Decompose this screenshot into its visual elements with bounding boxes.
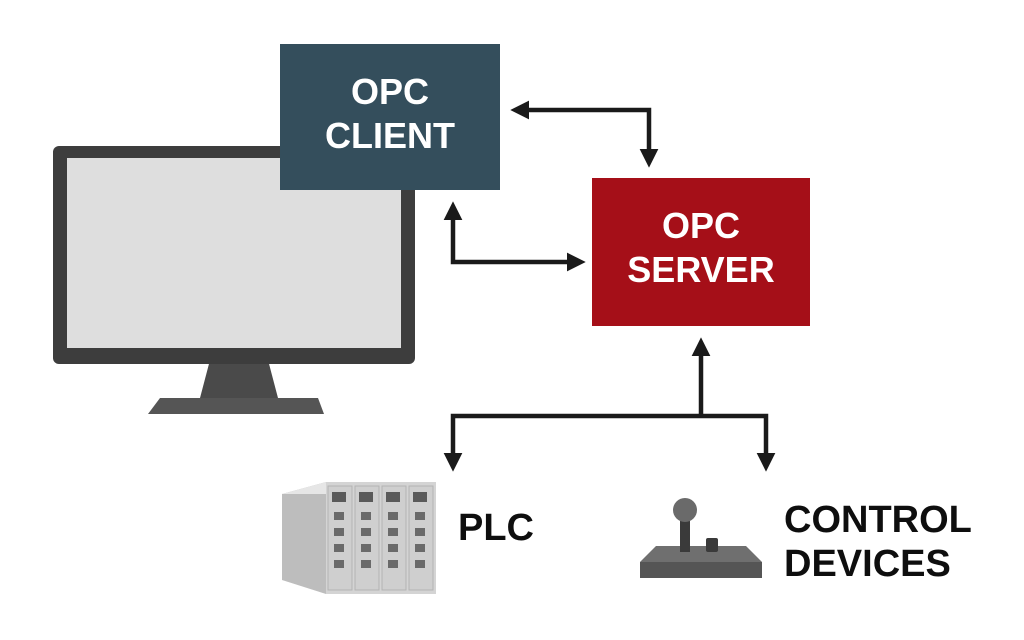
joystick-base — [640, 546, 762, 562]
control-devices-label-line2: DEVICES — [784, 543, 951, 585]
joystick-button — [706, 538, 718, 552]
opc-server-label-line1: OPC — [662, 205, 740, 246]
monitor-icon — [53, 146, 415, 414]
plc-modules — [327, 485, 434, 591]
connectors — [443, 100, 776, 472]
joystick-icon — [640, 498, 762, 578]
opc-client-label-line1: OPC — [351, 71, 429, 112]
arrow-client-server-top — [510, 100, 659, 168]
joystick-stick — [680, 514, 690, 552]
plc-label: PLC — [458, 507, 534, 549]
opc-server-label-line2: SERVER — [627, 249, 774, 290]
control-devices-label-line1: CONTROL — [784, 499, 972, 541]
opc-server-box: OPC SERVER — [592, 178, 810, 326]
monitor-stand-base — [148, 398, 324, 414]
opc-client-label-line2: CLIENT — [325, 115, 455, 156]
monitor-stand-neck — [200, 360, 278, 398]
arrow-to-plc — [443, 413, 701, 472]
opc-client-box-bg — [280, 44, 500, 190]
plc-rack-icon — [282, 482, 436, 594]
joystick-base-front — [640, 562, 762, 578]
arrow-to-control-devices — [701, 413, 776, 472]
opc-client-box: OPC CLIENT — [280, 44, 500, 190]
opc-server-box-bg — [592, 178, 810, 326]
arrow-client-server-bottom — [443, 201, 586, 272]
plc-rack-side — [282, 482, 326, 594]
joystick-knob — [673, 498, 697, 522]
